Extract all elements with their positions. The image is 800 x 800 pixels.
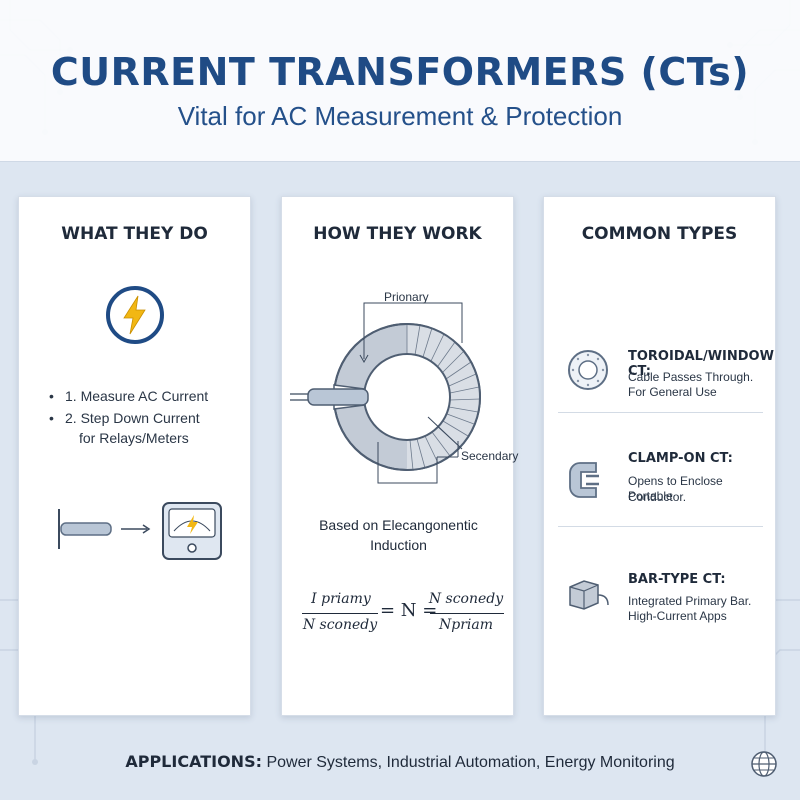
page-title: CURRENT TRANSFORMERS (CTs)	[50, 50, 750, 94]
bullet-step-down-cont: for Relays/Meters	[79, 430, 189, 446]
panel-what-they-do: WHAT THEY DO • 1. Measure AC Current • 2…	[18, 196, 251, 716]
divider	[558, 412, 763, 413]
type-desc-clamp-1: Opens to Enclose Conductor.	[628, 474, 723, 504]
header-band	[0, 0, 800, 162]
bullet-dot: •	[49, 388, 54, 404]
panel-heading-types: COMMON TYPES	[581, 224, 738, 244]
type-desc-clamp-2: Portable	[628, 489, 673, 503]
label-primary: Prionary	[384, 290, 429, 304]
applications-label: APPLICATIONS:	[125, 752, 262, 771]
panel-heading-what: WHAT THEY DO	[61, 224, 208, 244]
panel-heading-how: HOW THEY WORK	[313, 224, 482, 244]
type-desc-bar-2: High-Current Apps	[628, 609, 727, 623]
bullet-measure: 1. Measure AC Current	[65, 388, 209, 404]
globe-icon	[751, 751, 777, 777]
induction-caption-line1: Based on Elecangonentic	[319, 517, 478, 533]
clamp-icon	[569, 462, 599, 498]
bullet-dot: •	[49, 410, 54, 426]
lightning-bolt-icon	[106, 286, 164, 344]
formula-left-numerator: I priamy	[311, 591, 371, 607]
type-title-clamp: CLAMP-ON CT:	[628, 451, 733, 466]
page-subtitle: Vital for AC Measurement & Protection	[177, 101, 623, 131]
label-secondary: Secendary	[461, 449, 519, 463]
divider	[558, 526, 763, 527]
formula-middle: = N =	[380, 600, 438, 621]
formula-right-line	[430, 613, 504, 614]
current-meter-icon	[58, 502, 222, 560]
panel-common-types: COMMON TYPES TOROIDAL/WINDOW CT: Cable P…	[543, 196, 776, 716]
formula-right-numerator: N sconedy	[428, 591, 504, 607]
induction-caption: Based on Elecangonentic Induction	[282, 515, 515, 555]
type-title-toroidal: TOROIDAL/WINDOW CT:	[628, 349, 774, 379]
ct-core-diagram	[290, 302, 481, 484]
bar-ct-icon	[569, 580, 609, 610]
induction-caption-line2: Induction	[370, 537, 427, 553]
type-title-bar: BAR-TYPE CT:	[628, 572, 726, 587]
formula-left-denominator: N sconedy	[302, 617, 378, 633]
type-desc-toroidal-1: Cable Passes Through.	[628, 370, 754, 384]
formula-left-line	[302, 613, 378, 614]
panel-how-they-work: HOW THEY WORK	[281, 196, 518, 716]
applications-text: Power Systems, Industrial Automation, En…	[262, 754, 675, 771]
formula-right-denominator: Npriam	[438, 617, 493, 633]
toroid-icon	[568, 350, 608, 390]
bullet-step-down: 2. Step Down Current	[65, 410, 200, 426]
type-desc-toroidal-2: For General Use	[628, 385, 717, 399]
applications-footer: APPLICATIONS: Power Systems, Industrial …	[0, 752, 800, 772]
type-desc-bar-1: Integrated Primary Bar.	[628, 594, 752, 608]
